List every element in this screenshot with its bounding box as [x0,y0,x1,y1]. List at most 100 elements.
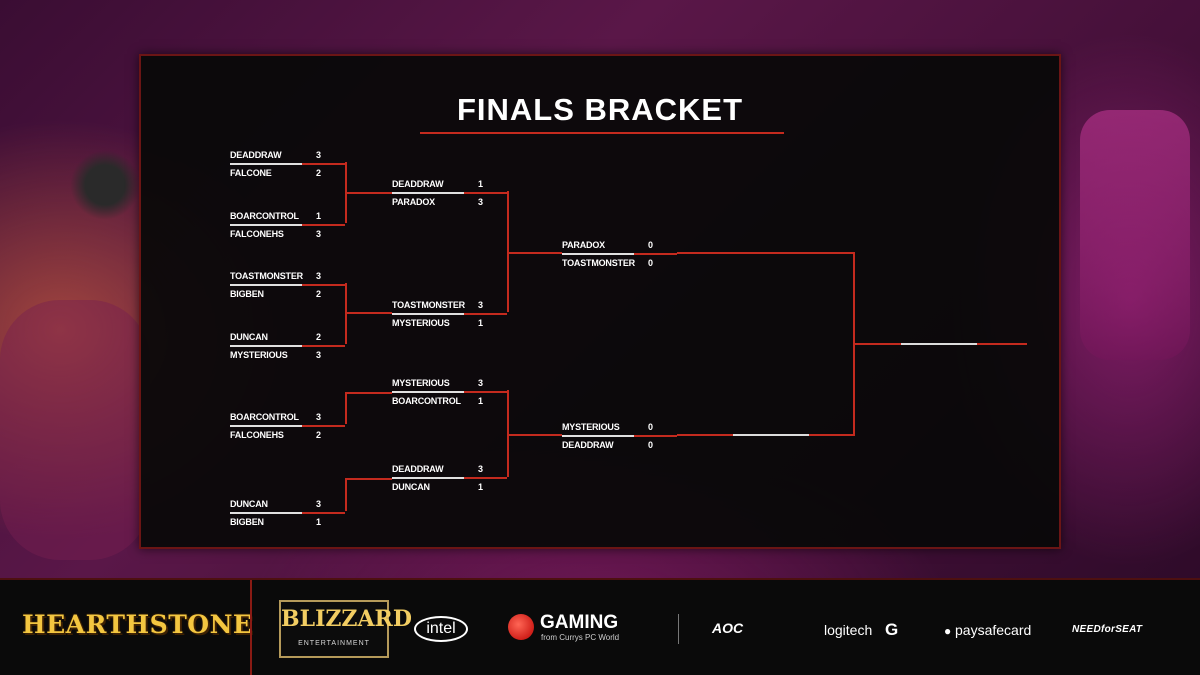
team-name: MYSTERIOUS [230,350,288,360]
r2-m4-team-a: DEADDRAW 3 [392,462,507,479]
blizzard-wordmark: BLIZZARD [281,606,412,632]
team-score: 3 [478,464,484,474]
connector-r1-m6 [345,478,347,511]
team-name: PARADOX [392,197,435,207]
blizzard-logo: BLIZZARD ENTERTAINMENT [279,600,412,658]
team-score: 3 [478,300,484,310]
gaming-logo: GAMING [540,612,619,633]
team-score: 0 [648,422,654,432]
team-name: MYSTERIOUS [392,318,450,328]
team-name: DUNCAN [230,499,268,509]
team-name: TOASTMONSTER [392,300,465,310]
logitech-logo: logitech [824,622,873,638]
connector-r2-upper [507,191,509,312]
team-name: DUNCAN [230,332,268,342]
footer-divider [250,580,252,675]
entry-underline [230,345,345,347]
blizzard-subtext: ENTERTAINMENT [298,640,370,647]
winner-highlight [562,253,634,255]
hearthstone-logo: HEARTHSTONE [22,610,253,639]
team-score: 1 [478,179,484,189]
background-tower-art [1080,110,1190,360]
team-score: 3 [316,271,322,281]
team-score: 3 [316,412,322,422]
team-name: BIGBEN [230,517,264,527]
team-score: 2 [316,168,322,178]
r1-m3-team-b: BIGBEN 2 [230,287,345,304]
connector-r2-lower [507,390,509,477]
team-score: 1 [316,211,322,221]
team-name: BOARCONTROL [392,396,461,406]
winner-highlight [230,284,302,286]
aoc-logo: AOC [712,620,744,636]
team-score: 2 [316,430,322,440]
r3-m1-team-b: TOASTMONSTER 0 [562,256,677,273]
team-name: TOASTMONSTER [230,271,303,281]
entry-underline [230,284,345,286]
team-name: MYSTERIOUS [562,422,620,432]
entry-underline [230,425,345,427]
team-name: PARADOX [562,240,605,250]
entry-underline [392,192,507,194]
team-score: 1 [316,517,322,527]
r1-m5-team-b: FALCONEHS 2 [230,428,345,445]
title-underline [420,132,784,134]
connector-r1-to-r2-m3 [345,392,392,394]
team-name: DEADDRAW [562,440,614,450]
connector-r3-m1-out [677,252,855,254]
entry-underline [392,391,507,393]
r2-m3-team-b: BOARCONTROL 1 [392,394,507,411]
entry-underline [230,163,345,165]
r1-m2-team-a: BOARCONTROL 1 [230,209,345,226]
r1-m5-team-a: BOARCONTROL 3 [230,410,345,427]
entry-underline [392,477,507,479]
r1-m4-team-b: MYSTERIOUS 3 [230,348,345,365]
needforseat-logo: NEEDforSEAT [1072,624,1143,635]
r1-m1-team-a: DEADDRAW 3 [230,148,345,165]
team-name: DEADDRAW [392,464,444,474]
team-score: 1 [478,318,484,328]
r1-m2-team-b: FALCONEHS 3 [230,227,345,244]
team-name: FALCONEHS [230,430,284,440]
team-name: MYSTERIOUS [392,378,450,388]
team-score: 3 [316,150,322,160]
connector-r1-m5 [345,392,347,424]
background-spike-ornament [70,150,140,220]
bracket-title: FINALS BRACKET [456,92,744,127]
winner-highlight [392,192,464,194]
background-tent-art [0,300,150,560]
team-score: 3 [478,378,484,388]
r1-m3-team-a: TOASTMONSTER 3 [230,269,345,286]
team-name: DUNCAN [392,482,430,492]
team-score: 3 [478,197,484,207]
team-name: BOARCONTROL [230,211,299,221]
team-score: 1 [478,396,484,406]
logitech-g-icon: G [885,620,899,639]
winner-highlight [230,163,302,165]
winner-highlight [562,435,634,437]
footer-divider-thin [678,614,679,644]
semifinal-slot-empty [733,434,809,436]
team-score: 2 [316,332,322,342]
team-name: TOASTMONSTER [562,258,635,268]
connector-r2-to-r3-m1 [507,252,562,254]
paysafecard-logo: paysafecard [955,622,1032,638]
r3-m2-team-a: MYSTERIOUS 0 [562,420,677,437]
team-score: 1 [478,482,484,492]
team-score: 0 [648,440,654,450]
r1-m6-team-a: DUNCAN 3 [230,497,345,514]
team-name: BIGBEN [230,289,264,299]
champion-slot-empty [901,343,977,345]
entry-underline [230,512,345,514]
r3-m1-team-a: PARADOX 0 [562,238,677,255]
team-score: 0 [648,240,654,250]
team-score: 3 [316,229,322,239]
r2-m1-team-b: PARADOX 3 [392,195,507,212]
team-name: BOARCONTROL [230,412,299,422]
connector-r2-to-r3-m2 [507,434,562,436]
winner-highlight [392,391,464,393]
r2-m4-team-b: DUNCAN 1 [392,480,507,497]
r1-m6-team-b: BIGBEN 1 [230,515,345,532]
entry-underline [562,253,677,255]
r2-m2-team-b: MYSTERIOUS 1 [392,316,507,333]
